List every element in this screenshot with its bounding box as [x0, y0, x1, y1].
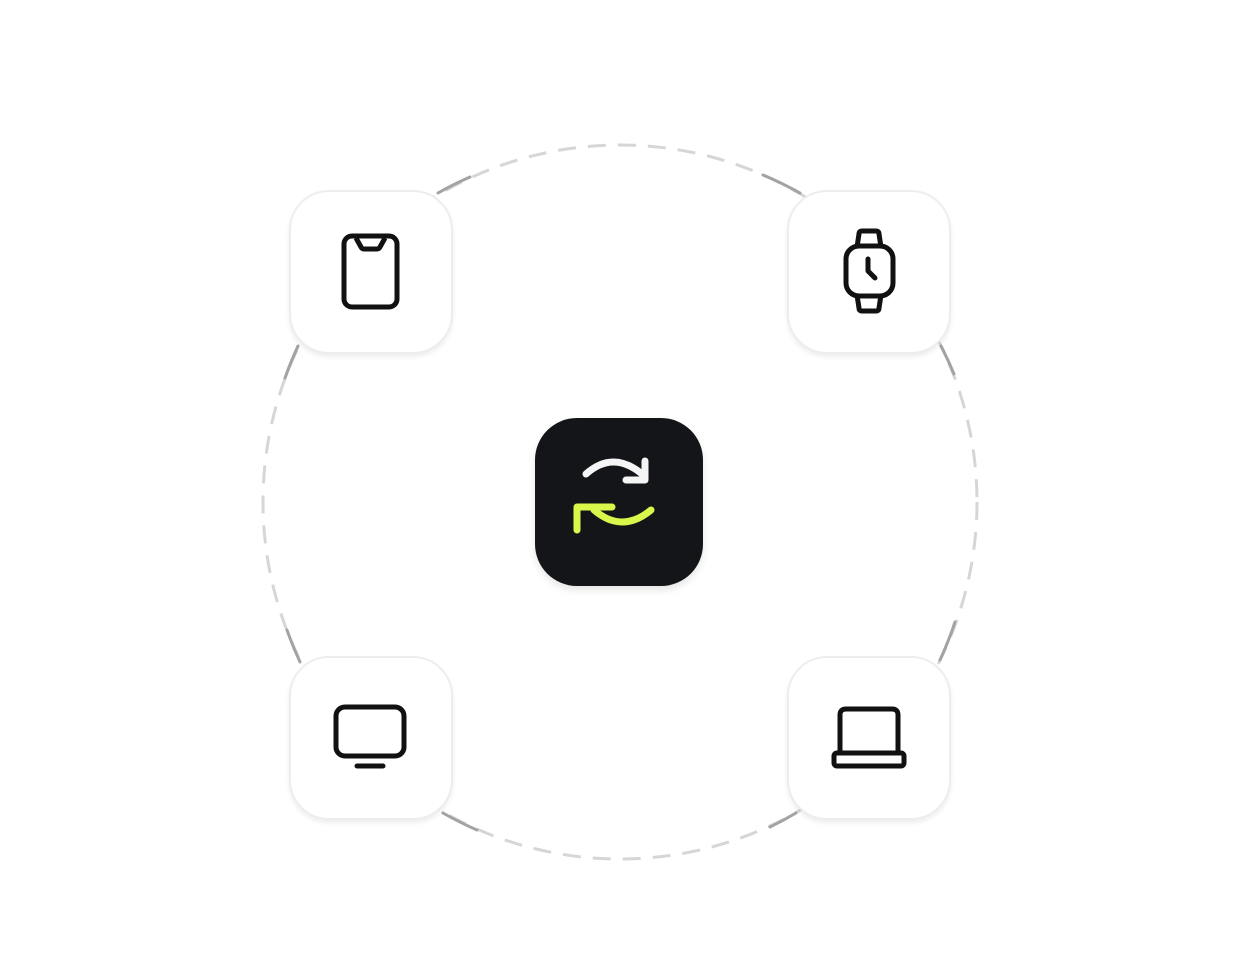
- device-tile-monitor[interactable]: [289, 656, 453, 820]
- device-tile-laptop[interactable]: [787, 656, 951, 820]
- device-tile-watch[interactable]: [787, 190, 951, 354]
- laptop-icon: [831, 706, 907, 769]
- smartphone-icon: [341, 233, 400, 310]
- monitor-icon: [333, 704, 407, 769]
- sync-hub-button[interactable]: [535, 418, 703, 586]
- sync-arrows-icon: [573, 457, 655, 534]
- smartwatch-icon: [843, 228, 896, 314]
- device-tile-phone[interactable]: [289, 190, 453, 354]
